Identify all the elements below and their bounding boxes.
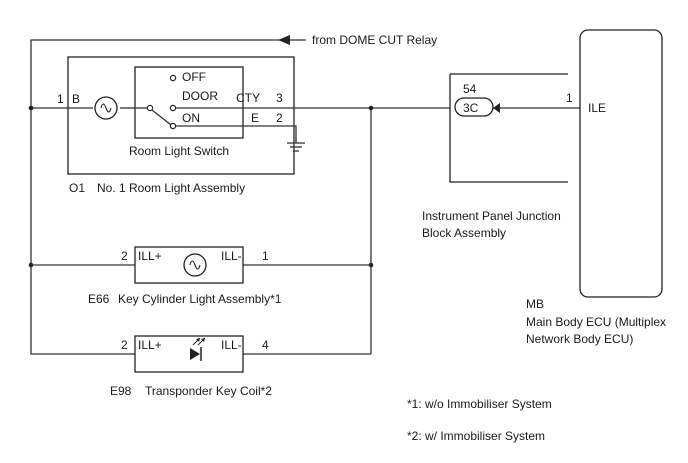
ecu-code: MB [526,297,544,311]
e98-pin-right-number: 4 [262,338,269,352]
key-cylinder-light-box [134,246,244,284]
ecu-pin-number: 1 [566,91,573,105]
o1-pin-e-name: E [251,111,259,125]
footnote-1: *1: w/o Immobiliser System [407,397,552,411]
room-light-switch-label: Room Light Switch [129,144,229,158]
arrow-left-icon [278,35,290,45]
junction-connector-code: 3C [463,101,479,115]
connector-arrow-icon [493,103,500,113]
junction-dot [368,105,374,111]
transponder-coil-box [134,335,244,373]
e66-pin-right-name: ILL- [221,249,242,263]
switch-position-off: OFF [182,70,206,84]
switch-position-on: ON [182,111,200,125]
ecu-name-line1: Main Body ECU (Multiplex [526,315,666,329]
footnote-2: *2: w/ Immobiliser System [407,429,545,443]
junction-connector-badge [454,97,494,117]
o1-pin-cty-number: 3 [276,91,283,105]
relay-source-label: from DOME CUT Relay [312,33,437,47]
junction-connector-number: 54 [463,82,477,96]
key-cylinder-bulb-icon [183,253,207,277]
room-light-bulb-icon [94,96,118,120]
o1-pin-e-number: 2 [276,111,283,125]
o1-pin-b-name: B [72,92,80,106]
o1-pin-cty-name: CTY [236,91,260,105]
e66-code: E66 [88,292,110,306]
junction-block-box [449,74,568,183]
e98-pin-left-number: 2 [121,338,128,352]
e98-name: Transponder Key Coil*2 [145,384,272,398]
e98-code: E98 [110,384,132,398]
transponder-wire [30,303,371,355]
main-body-ecu-box [579,29,663,298]
e66-pin-right-number: 1 [262,249,269,263]
e66-pin-left-number: 2 [121,249,128,263]
ecu-name-line2: Network Body ECU) [526,332,633,346]
ecu-pin-name: ILE [588,101,606,115]
room-light-assembly-box [67,56,295,175]
e98-pin-left-name: ILL+ [138,338,162,352]
o1-code: O1 [69,181,85,195]
o1-name: No. 1 Room Light Assembly [97,181,245,195]
led-icon [190,337,206,361]
junction-block-name-line2: Block Assembly [422,226,506,240]
room-light-switch-box [134,66,244,139]
junction-block-name-line1: Instrument Panel Junction [422,209,561,223]
o1-pin-b-number: 1 [57,92,64,106]
relay-feed-wire [30,35,306,303]
e98-pin-right-name: ILL- [221,338,242,352]
junction-dot [28,105,34,111]
room-light-switch-icon [146,74,243,130]
e66-pin-left-name: ILL+ [138,249,162,263]
e66-name: Key Cylinder Light Assembly*1 [118,292,282,306]
switch-position-door: DOOR [182,89,218,103]
ground-icon [243,125,305,152]
